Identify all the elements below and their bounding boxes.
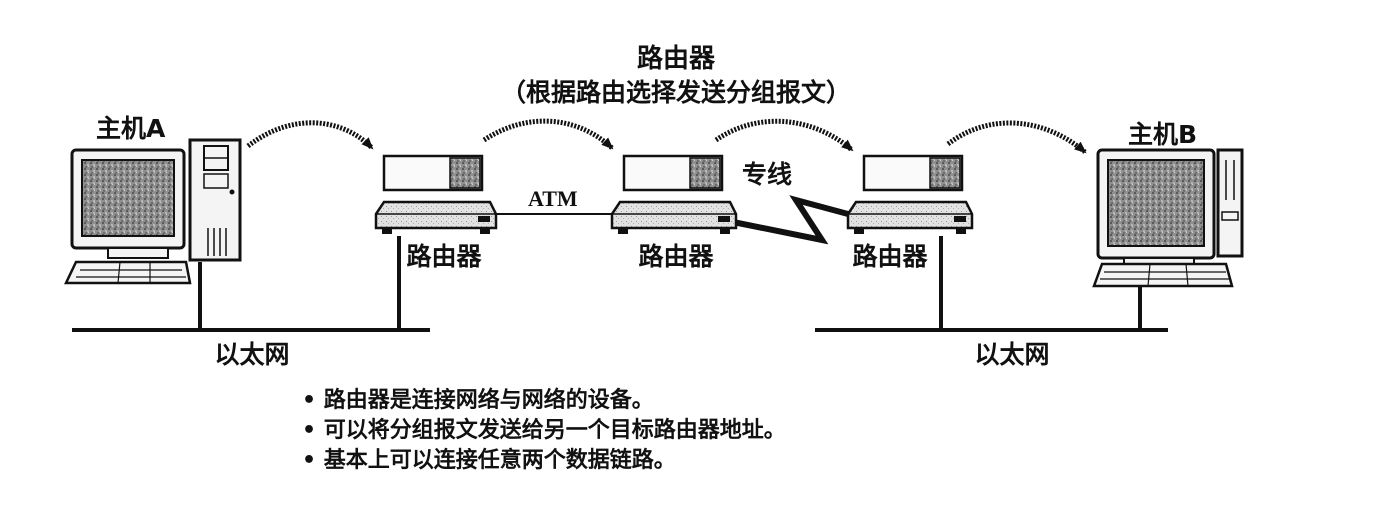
router-2-icon [610, 200, 738, 234]
router-2-label: 路由器 [638, 242, 714, 271]
flow-arrows [246, 118, 1087, 154]
arrow-icon [246, 120, 374, 150]
ethernet-left-line [72, 236, 430, 332]
note-item: 基本上可以连接任意两个数据链路。 [302, 446, 786, 476]
router-1-label: 路由器 [406, 242, 482, 271]
arrow-icon [714, 118, 854, 152]
router-3-label: 路由器 [852, 242, 928, 271]
arrow-icon [482, 118, 614, 150]
host-a-label: 主机A [96, 114, 166, 143]
ethernet-left-label: 以太网 [214, 340, 290, 369]
host-a-computer-icon [64, 138, 242, 285]
leased-line-link [732, 195, 849, 245]
packet-icon [622, 154, 724, 192]
router-3-icon [846, 200, 974, 234]
host-b-label: 主机B [1128, 120, 1198, 149]
ethernet-right-line [815, 236, 1168, 332]
arrow-icon [946, 120, 1087, 154]
packet-icon [382, 154, 484, 192]
note-item: 路由器是连接网络与网络的设备。 [302, 386, 786, 416]
router-1-icon [374, 200, 498, 234]
diagram-title: 路由器 [636, 44, 716, 74]
packet-icon [862, 154, 964, 192]
atm-label: ATM [528, 186, 578, 211]
host-b-computer-icon [1092, 148, 1244, 288]
note-item: 可以将分组报文发送给另一个目标路由器地址。 [302, 416, 786, 446]
diagram-subtitle: （根据路由选择发送分组报文） [500, 78, 852, 107]
ethernet-right-label: 以太网 [974, 340, 1050, 369]
leased-line-label: 专线 [742, 160, 793, 189]
notes-list: 路由器是连接网络与网络的设备。 可以将分组报文发送给另一个目标路由器地址。 基本… [302, 386, 786, 476]
